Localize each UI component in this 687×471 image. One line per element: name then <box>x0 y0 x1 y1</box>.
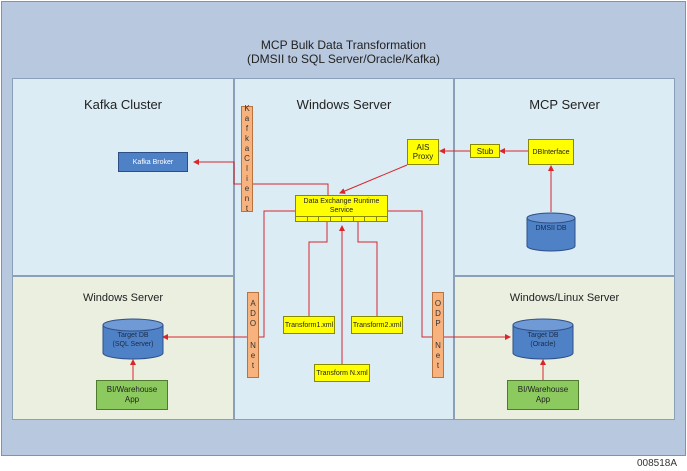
target-oracle-cylinder <box>512 318 574 360</box>
odp-net-char: N <box>435 341 441 350</box>
ado-net-char: t <box>251 361 255 370</box>
odp-net-char: O <box>434 299 442 308</box>
dx-runtime-line2: Service <box>329 206 354 214</box>
target-oracle-line1: Target DB <box>527 332 559 339</box>
arrow-dx-to-kafka-broker <box>193 159 329 195</box>
bi-left-line1: BI/Warehouse <box>106 385 158 394</box>
odp-net-char: t <box>436 361 440 370</box>
bi-left-line2: App <box>124 395 140 404</box>
line-transform1-to-dx <box>308 222 328 316</box>
transform2-label: Transform2.xml <box>352 321 402 329</box>
kafka-client-char: i <box>246 174 248 183</box>
diagram-title: MCP Bulk Data Transformation (DMSII to S… <box>0 38 687 66</box>
target-sql-cylinder <box>102 318 164 360</box>
mcp-server-title: MCP Server <box>529 97 600 112</box>
bi-warehouse-right-box: BI/Warehouse App <box>507 380 579 410</box>
diagram-title-line1: MCP Bulk Data Transformation <box>260 38 427 52</box>
stub-label: Stub <box>476 146 494 156</box>
kafka-client-char: a <box>244 114 250 123</box>
arrow-dx-to-target-oracle <box>388 210 511 340</box>
windows-server-main-panel <box>234 78 454 420</box>
ais-proxy-box: AIS Proxy <box>407 139 439 165</box>
line-transform2-to-dx <box>357 222 378 316</box>
kafka-client-char: f <box>245 124 249 133</box>
kafka-client-bar: K a f k a C l i e n t <box>241 104 253 213</box>
ais-proxy-line2: Proxy <box>412 152 434 161</box>
odp-net-bar: O D P N e t <box>432 292 444 378</box>
ado-net-char: N <box>250 341 256 350</box>
dbinterface-box: DBInterface <box>528 139 574 165</box>
kafka-client-char: l <box>246 164 248 173</box>
ado-net-char: e <box>250 351 256 360</box>
odp-net-char: D <box>435 309 441 318</box>
kafka-client-char: C <box>244 154 250 163</box>
target-sql-label: Target DB (SQL Server) <box>103 331 163 349</box>
stub-box: Stub <box>470 144 500 158</box>
windows-linux-server-title: Windows/Linux Server <box>509 292 620 304</box>
kafka-client-char: k <box>245 134 249 143</box>
target-sql-line1: Target DB <box>117 332 149 339</box>
bi-right-line1: BI/Warehouse <box>517 385 569 394</box>
ado-net-bar: A D O N e t <box>247 292 259 378</box>
transform1-box: Transform1.xml <box>283 316 335 334</box>
target-oracle-label: Target DB (Oracle) <box>513 331 573 349</box>
figure-id: 008518A <box>637 458 678 469</box>
kafka-broker-box: Kafka Broker <box>118 152 188 172</box>
transformN-label: Transform N.xml <box>316 369 368 377</box>
bi-right-line2: App <box>535 395 551 404</box>
ais-proxy-line1: AIS <box>416 143 430 152</box>
kafka-client-char: e <box>244 184 250 193</box>
kafka-client-char: n <box>244 194 250 203</box>
bi-warehouse-left-box: BI/Warehouse App <box>96 380 168 410</box>
kafka-client-char: a <box>244 144 250 153</box>
kafka-cluster-title: Kafka Cluster <box>83 97 163 112</box>
dmsii-db-label: DMSII DB <box>535 225 567 232</box>
kafka-client-char: t <box>245 204 249 213</box>
arrow-dx-to-target-sql <box>162 210 295 340</box>
kafka-broker-label: Kafka Broker <box>132 158 174 166</box>
kafka-client-char: K <box>244 104 250 113</box>
dmsii-db-cylinder <box>526 212 576 252</box>
windows-server-main-title: Windows Server <box>296 97 392 112</box>
windows-server-left-title: Windows Server <box>82 292 164 304</box>
diagram-title-line2: (DMSII to SQL Server/Oracle/Kafka) <box>247 52 440 66</box>
ado-net-char: D <box>250 309 256 318</box>
odp-net-char: e <box>435 351 441 360</box>
arrow-ais-to-dx <box>339 164 408 194</box>
ado-net-char: A <box>250 299 256 308</box>
target-oracle-line2: (Oracle) <box>530 341 556 348</box>
dx-runtime-line1: Data Exchange Runtime <box>303 197 380 205</box>
odp-net-char: P <box>435 319 441 328</box>
transformN-box: Transform N.xml <box>314 364 370 382</box>
ado-net-char: O <box>249 319 257 328</box>
transform1-label: Transform1.xml <box>284 321 334 329</box>
transform2-box: Transform2.xml <box>351 316 403 334</box>
dbinterface-label: DBInterface <box>532 148 570 156</box>
dx-runtime-ports <box>295 216 388 222</box>
target-sql-line2: (SQL Server) <box>112 341 154 348</box>
